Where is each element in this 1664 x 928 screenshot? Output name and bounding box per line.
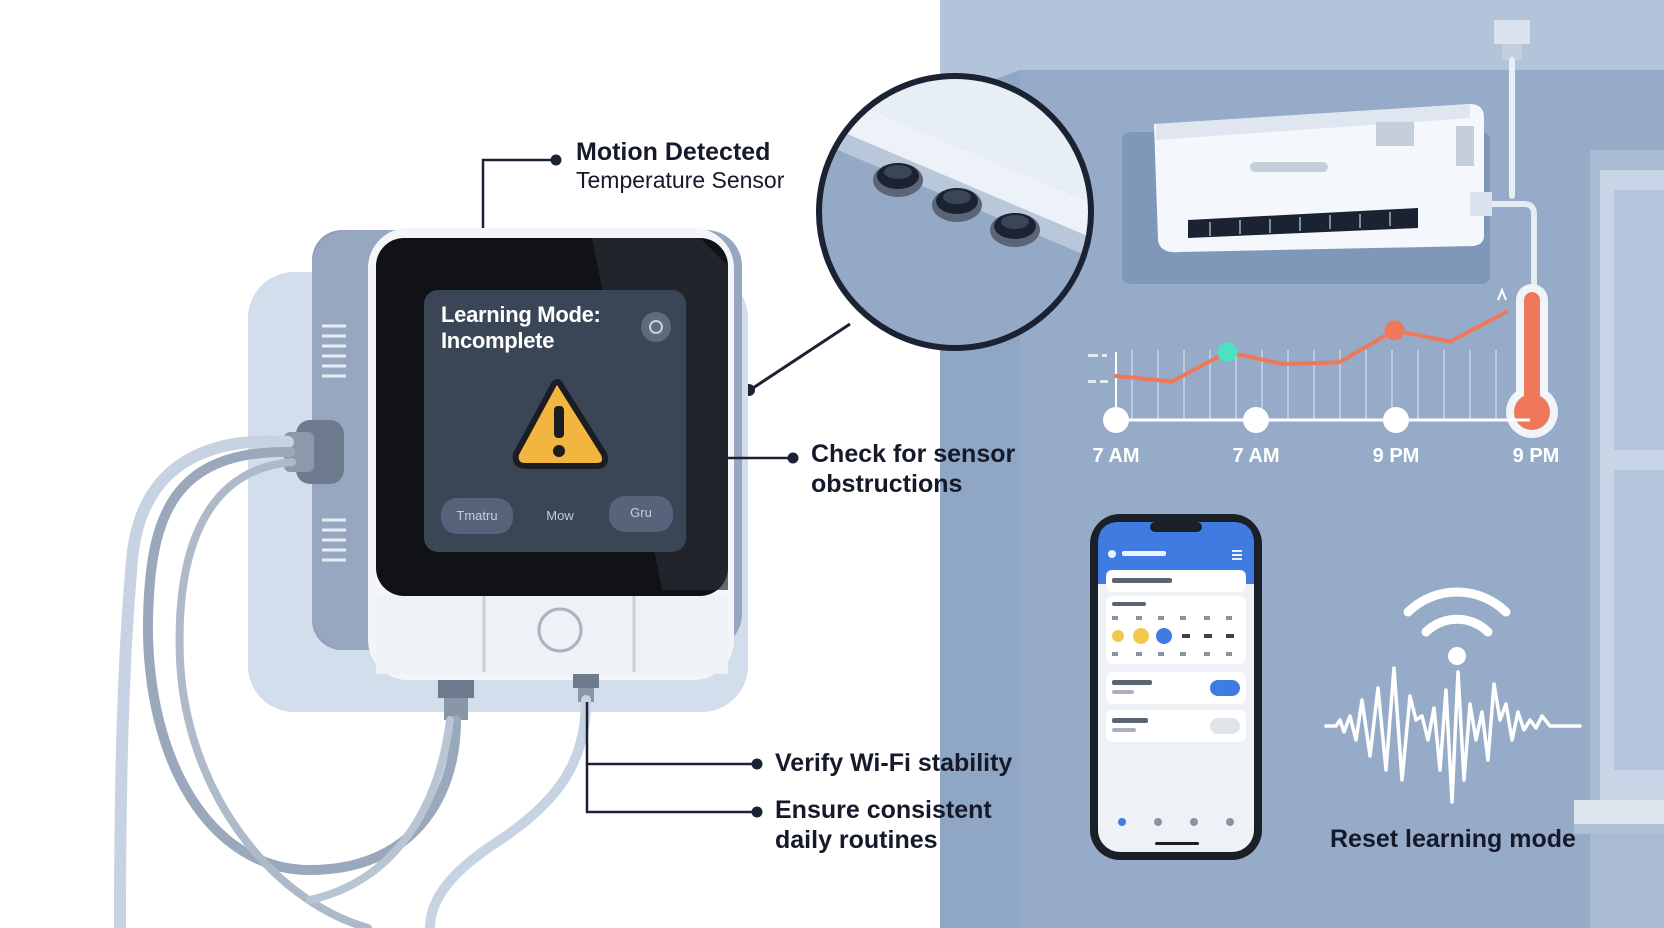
callout-obstructions-line2: obstructions — [811, 470, 963, 498]
chart-axis-point — [1103, 407, 1129, 433]
sensor-hole — [932, 188, 982, 222]
chart-tick-label: 9 PM — [1373, 445, 1420, 467]
callout-obstructions-line1: Check for sensor — [811, 440, 1016, 468]
pipe — [1470, 20, 1537, 293]
screen-button-middle[interactable]: Mow — [546, 508, 574, 523]
callout-obstructions: Check for sensor obstructions — [811, 439, 1015, 499]
thermometer-icon — [1497, 284, 1558, 438]
callout-routines-line2: daily routines — [775, 826, 938, 854]
callout-wifi: Verify Wi-Fi stability — [775, 749, 1013, 777]
home-button — [537, 607, 583, 653]
air-conditioner-icon — [1122, 104, 1490, 284]
screen-button-right-shape — [609, 496, 673, 532]
callout-motion-subtitle: Temperature Sensor — [576, 167, 785, 193]
screen-button-right[interactable]: Gru — [630, 505, 652, 520]
sensor-hole — [990, 213, 1040, 247]
screen-title-line1: Learning Mode: — [441, 302, 601, 327]
callout-lines — [481, 154, 799, 818]
callout-motion-sensor: Motion Detected Temperature Sensor — [576, 137, 784, 195]
callout-routines-line1: Ensure consistent — [775, 796, 992, 824]
chart-tick-label: 7 AM — [1232, 445, 1279, 467]
callout-routines: Ensure consistent daily routines — [775, 795, 992, 855]
callout-motion-title: Motion Detected — [576, 138, 771, 166]
wifi-icon — [1403, 587, 1511, 665]
chart-axis-point — [1243, 407, 1269, 433]
screen-title: Learning Mode: Incomplete — [441, 302, 601, 355]
sensor-hole — [873, 163, 923, 197]
chart-marker — [1217, 342, 1238, 362]
screen-title-line2: Incomplete — [441, 328, 555, 354]
chart-series-line — [1114, 310, 1508, 384]
sound-wave-icon — [1324, 666, 1582, 804]
chart-marker — [1384, 320, 1405, 341]
chart-tick-label: 9 PM — [1513, 445, 1560, 467]
screen-button-left[interactable]: Tmatru — [456, 508, 498, 523]
sensor-magnifier — [743, 73, 1094, 396]
temperature-chart: 7 AM 7 AM 9 PM 9 PM — [1088, 310, 1560, 467]
warning-icon — [512, 379, 608, 469]
vent-slots — [322, 324, 346, 562]
chart-y-ticks — [1088, 354, 1108, 383]
cables — [114, 435, 591, 928]
callout-reset: Reset learning mode — [1330, 825, 1576, 853]
smartphone-icon — [1090, 514, 1262, 860]
thermostat — [248, 228, 748, 720]
screen-button-left-shape — [441, 498, 513, 534]
chart-axis-point — [1383, 407, 1409, 433]
chart-tick-label: 7 AM — [1092, 445, 1139, 467]
